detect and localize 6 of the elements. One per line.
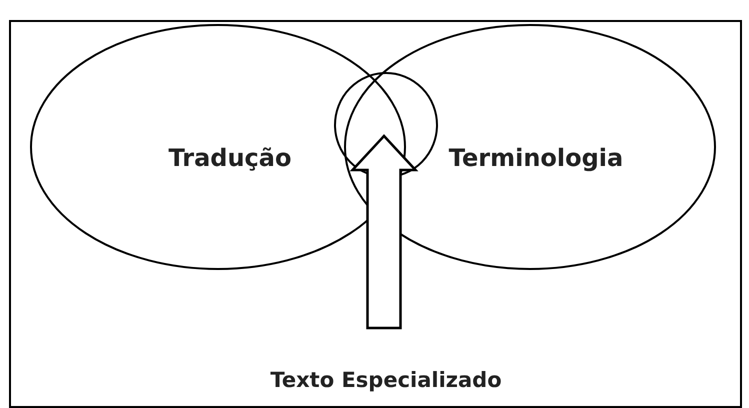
set-label: Terminologia bbox=[448, 144, 624, 172]
caption-label: Texto Especializado bbox=[270, 368, 502, 392]
ellipse-shape bbox=[30, 24, 406, 270]
set-label: Tradução bbox=[168, 144, 292, 172]
ellipse-shape bbox=[344, 24, 716, 270]
block-arrow bbox=[350, 134, 418, 330]
